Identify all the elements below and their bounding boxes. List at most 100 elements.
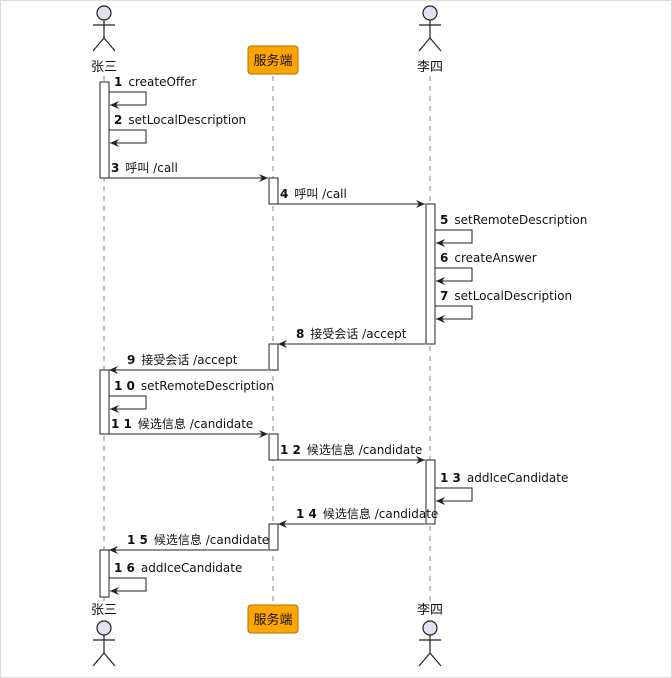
actor-leg-icon <box>429 652 442 667</box>
message-label: 1 5 候选信息 /candidate <box>127 532 269 547</box>
actor-icon <box>418 620 442 667</box>
activation-bar <box>425 459 436 525</box>
message-label: 4 呼叫 /call <box>280 187 347 201</box>
message-number: 1 2 <box>280 443 301 457</box>
message-label: 1 4 候选信息 /candidate <box>296 506 438 521</box>
activation-bar <box>425 203 436 345</box>
message-text: 候选信息 /candidate <box>307 442 422 457</box>
actor-leg-icon <box>92 652 105 667</box>
message-label: 7 setLocalDescription <box>440 289 572 303</box>
message-text: setLocalDescription <box>454 289 572 303</box>
activation-bar <box>268 523 279 551</box>
participant-zhangsan-top: 张三 <box>91 5 117 75</box>
message-16: 1 6 addIceCandidate <box>109 561 242 595</box>
self-message-arrow <box>109 577 147 595</box>
actor-head-icon <box>96 5 112 21</box>
self-message-arrow <box>435 229 473 247</box>
message-label: 1 1 候选信息 /candidate <box>111 416 253 431</box>
message-text: 呼叫 /call <box>125 161 177 175</box>
participant-label: 李四 <box>417 603 443 618</box>
message-number: 6 <box>440 251 448 265</box>
message-number: 7 <box>440 289 448 303</box>
self-message-arrow <box>109 395 147 413</box>
message-number: 1 5 <box>127 533 148 547</box>
message-text: 接受会话 /accept <box>310 326 406 341</box>
message-label: 1 createOffer <box>114 75 197 89</box>
actor-head-icon <box>422 620 438 636</box>
message-number: 1 3 <box>440 471 461 485</box>
message-11: 1 1 候选信息 /candidate <box>109 416 268 438</box>
self-message-arrow <box>109 91 147 109</box>
actor-leg-icon <box>103 37 116 52</box>
message-text: setRemoteDescription <box>454 213 587 227</box>
message-text: createOffer <box>128 75 196 89</box>
message-number: 5 <box>440 213 448 227</box>
actor-icon <box>92 620 116 667</box>
message-text: addIceCandidate <box>141 561 242 575</box>
message-text: 候选信息 /candidate <box>154 532 269 547</box>
message-label: 5 setRemoteDescription <box>440 213 587 227</box>
message-label: 1 2 候选信息 /candidate <box>280 442 422 457</box>
message-number: 2 <box>114 113 122 127</box>
message-label: 3 呼叫 /call <box>111 161 178 175</box>
message-text: addIceCandidate <box>467 471 568 485</box>
self-message-arrow <box>435 267 473 285</box>
participant-label: 李四 <box>417 60 443 75</box>
actor-leg-icon <box>429 37 442 52</box>
message-text: createAnswer <box>454 251 536 265</box>
message-15: 1 5 候选信息 /candidate <box>109 532 269 554</box>
message-1: 1 createOffer <box>109 75 197 109</box>
message-7: 7 setLocalDescription <box>435 289 572 323</box>
participant-server-top: 服务端 <box>247 45 299 75</box>
message-text: 候选信息 /candidate <box>138 416 253 431</box>
message-number: 1 1 <box>111 417 132 431</box>
message-6: 6 createAnswer <box>435 251 537 285</box>
message-text: 候选信息 /candidate <box>323 506 438 521</box>
actor-icon <box>92 5 116 52</box>
participant-label: 服务端 <box>253 53 292 69</box>
message-5: 5 setRemoteDescription <box>435 213 587 247</box>
message-number: 1 6 <box>114 561 135 575</box>
message-number: 8 <box>296 327 304 341</box>
message-label: 1 3 addIceCandidate <box>440 471 568 485</box>
actor-icon <box>418 5 442 52</box>
participant-label: 服务端 <box>253 612 292 628</box>
message-8: 8 接受会话 /accept <box>278 326 425 348</box>
message-number: 1 0 <box>114 379 135 393</box>
message-label: 6 createAnswer <box>440 251 537 265</box>
activation-bar <box>99 549 110 598</box>
message-4: 4 呼叫 /call <box>278 187 425 208</box>
message-14: 1 4 候选信息 /candidate <box>278 506 438 528</box>
message-number: 1 <box>114 75 122 89</box>
activation-bar <box>268 343 279 371</box>
actor-leg-icon <box>92 37 105 52</box>
message-13: 1 3 addIceCandidate <box>435 471 568 505</box>
message-number: 3 <box>111 161 119 175</box>
message-3: 3 呼叫 /call <box>109 161 268 182</box>
self-message-arrow <box>109 129 147 147</box>
actor-leg-icon <box>418 37 431 52</box>
participant-lisi-bottom: 李四 <box>417 603 443 667</box>
participant-lisi-top: 李四 <box>417 5 443 75</box>
message-label: 8 接受会话 /accept <box>296 326 407 341</box>
message-text: 呼叫 /call <box>294 187 346 201</box>
participant-server-bottom: 服务端 <box>247 604 299 634</box>
message-number: 4 <box>280 187 288 201</box>
participant-zhangsan-bottom: 张三 <box>91 603 117 667</box>
server-box <box>247 45 299 75</box>
actor-head-icon <box>422 5 438 21</box>
participant-label: 张三 <box>91 603 117 618</box>
message-number: 1 4 <box>296 507 317 521</box>
participant-label: 张三 <box>91 60 117 75</box>
self-message-arrow <box>435 305 473 323</box>
activation-bar <box>99 369 110 435</box>
actor-head-icon <box>96 620 112 636</box>
actor-leg-icon <box>418 652 431 667</box>
